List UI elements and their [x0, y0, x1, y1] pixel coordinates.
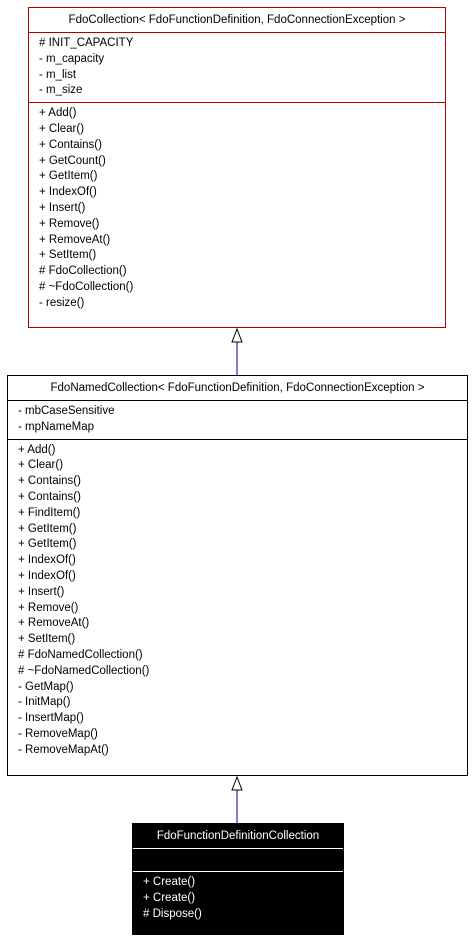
- operation: - resize(): [39, 296, 85, 309]
- attribute: - m_list: [39, 68, 77, 81]
- operation: + FindItem(): [18, 506, 81, 519]
- operation: - GetMap(): [18, 680, 74, 693]
- operation: + Contains(): [18, 475, 81, 488]
- attribute: - mpNameMap: [18, 420, 95, 433]
- class-box-fdonamedcollection[interactable]: FdoNamedCollection< FdoFunctionDefinitio…: [7, 375, 468, 776]
- operation: + GetItem(): [18, 522, 77, 535]
- attributes-section: # INIT_CAPACITY - m_capacity - m_list - …: [29, 32, 445, 102]
- operation: - InitMap(): [18, 696, 71, 709]
- operation: + GetItem(): [39, 170, 98, 183]
- operation: + GetCount(): [39, 154, 106, 167]
- operation: + IndexOf(): [18, 554, 76, 567]
- attributes-section: [133, 848, 343, 871]
- attribute: - mbCaseSensitive: [18, 405, 115, 417]
- operations-section: + Create() + Create() # Dispose(): [133, 871, 343, 925]
- class-name: FdoNamedCollection< FdoFunctionDefinitio…: [50, 382, 425, 394]
- operation: + Remove(): [18, 601, 79, 614]
- operation: # ~FdoNamedCollection(): [18, 664, 150, 677]
- operations-section: + Add() + Clear() + Contains() + Contain…: [8, 438, 467, 762]
- operation: + Contains(): [39, 138, 102, 151]
- operation: + GetItem(): [18, 538, 77, 551]
- class-box-fdocollection[interactable]: FdoCollection< FdoFunctionDefinition, Fd…: [28, 7, 446, 328]
- generalization-arrowhead-icon: [231, 775, 243, 791]
- operation: + Insert(): [18, 585, 65, 598]
- operation: + Create(): [143, 891, 196, 904]
- operation: + IndexOf(): [18, 569, 76, 582]
- operation: - RemoveMapAt(): [18, 743, 109, 756]
- operation: + RemoveAt(): [39, 233, 111, 246]
- operation: # Dispose(): [143, 907, 202, 920]
- operation: + SetItem(): [18, 633, 76, 646]
- attribute: - m_size: [39, 84, 83, 97]
- operations-section: + Add() + Clear() + Contains() + GetCoun…: [29, 102, 445, 314]
- class-box-fdofunctiondefinitioncollection[interactable]: FdoFunctionDefinitionCollection + Create…: [132, 823, 344, 935]
- generalization-arrowhead-icon: [231, 327, 243, 343]
- operation: + SetItem(): [39, 249, 97, 262]
- operation: + IndexOf(): [39, 186, 97, 199]
- operation: - RemoveMap(): [18, 727, 98, 740]
- operation: - InsertMap(): [18, 712, 84, 725]
- operation: + Clear(): [18, 459, 64, 472]
- operation: + Add(): [39, 107, 77, 120]
- inheritance-arrow-named-to-base: [231, 327, 243, 375]
- attributes-section: - mbCaseSensitive - mpNameMap: [8, 400, 467, 439]
- operation: + Contains(): [18, 490, 81, 503]
- inheritance-arrow-derived-to-named: [231, 775, 243, 823]
- attribute: - m_capacity: [39, 52, 105, 65]
- attribute: # INIT_CAPACITY: [39, 37, 134, 49]
- operation: + Clear(): [39, 122, 85, 135]
- operation: + Add(): [18, 443, 56, 456]
- operation: + RemoveAt(): [18, 617, 90, 630]
- operation: # FdoCollection(): [39, 265, 127, 278]
- operation: # ~FdoCollection(): [39, 280, 134, 293]
- operation: + Remove(): [39, 217, 100, 230]
- class-name: FdoFunctionDefinitionCollection: [156, 830, 320, 842]
- operation: + Insert(): [39, 201, 86, 214]
- operation: # FdoNamedCollection(): [18, 648, 143, 661]
- class-name: FdoCollection< FdoFunctionDefinition, Fd…: [68, 14, 406, 26]
- operation: + Create(): [143, 876, 196, 888]
